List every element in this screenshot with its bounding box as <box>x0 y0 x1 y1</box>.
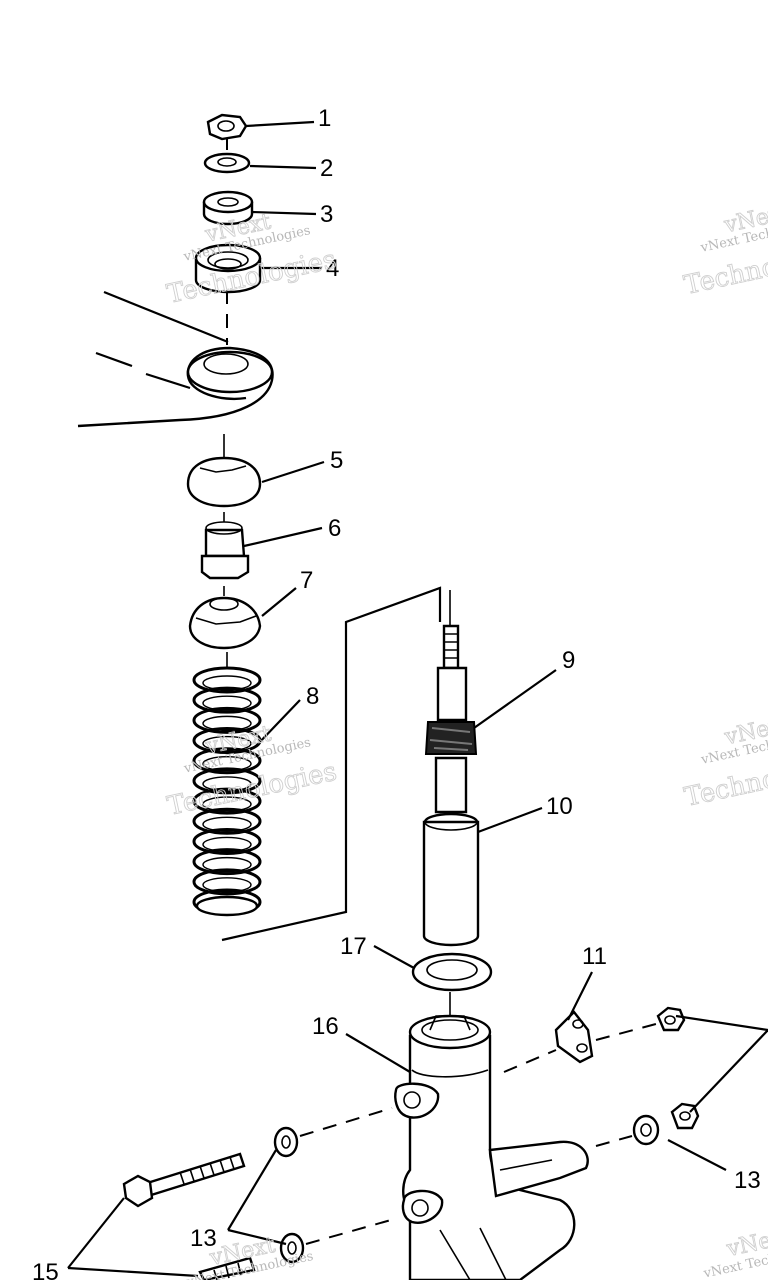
watermark-middle-right: vNext vNext Technologies Technologies <box>681 712 768 814</box>
spring-coil <box>192 666 262 694</box>
callout-5: 5 <box>330 447 343 474</box>
callout-8: 8 <box>306 683 319 710</box>
callout-2: 2 <box>320 155 333 182</box>
part-3-bushing <box>202 190 254 226</box>
part-7-spring-seat <box>188 586 262 650</box>
spring-coil-inner <box>202 695 252 711</box>
part-15-bolt-lower <box>198 1256 256 1280</box>
spring-coil <box>192 747 262 775</box>
part-9-bumper <box>424 721 478 755</box>
spring-coil-inner <box>202 836 252 853</box>
axis-line <box>503 1049 557 1073</box>
spring-coil <box>192 848 262 876</box>
assembly-bracket-line <box>221 586 442 942</box>
part-11-bracket-tab <box>554 1010 594 1064</box>
axis-line <box>299 1107 393 1137</box>
part-13-washer-left-upper <box>273 1126 299 1158</box>
spring-coil <box>192 807 262 835</box>
callout-4: 4 <box>326 255 339 282</box>
callout-6: 6 <box>328 515 341 542</box>
spring-coil-inner <box>202 675 252 691</box>
axis-line <box>305 1217 399 1245</box>
part-10-shock-absorber <box>422 624 480 947</box>
watermark-lower-right: vNext vNext Technologies <box>701 1223 768 1280</box>
part-13-washer-right <box>632 1114 660 1146</box>
callout-16: 16 <box>312 1013 339 1040</box>
part-13-washer-left-lower <box>279 1232 305 1264</box>
callout-13-right: 13 <box>734 1167 761 1194</box>
upper-mount-plate <box>77 290 274 428</box>
spring-coil-inner <box>202 715 252 732</box>
part-17-seal-ring <box>411 952 493 992</box>
callout-3: 3 <box>320 201 333 228</box>
part-4-bearing-cup <box>194 243 262 294</box>
callout-15: 15 <box>32 1259 59 1280</box>
part-8-coil-spring <box>192 652 262 917</box>
spring-coil <box>192 686 262 714</box>
leader-lines <box>67 120 768 1278</box>
axis-line <box>595 1135 633 1147</box>
spring-coil <box>192 787 262 815</box>
spring-coil-inner <box>202 856 252 873</box>
callout-17: 17 <box>340 933 367 960</box>
spring-coil <box>192 868 262 896</box>
spring-coil-inner <box>202 877 252 893</box>
spring-coil <box>192 706 262 734</box>
callout-1: 1 <box>318 105 331 132</box>
callout-7: 7 <box>300 567 313 594</box>
part-2-washer <box>203 152 251 174</box>
part-5-cushion <box>186 456 262 508</box>
spring-coil <box>192 767 262 795</box>
callout-9: 9 <box>562 647 575 674</box>
axis-line <box>595 1023 657 1041</box>
spring-coil-inner <box>202 756 252 772</box>
spring-end-coil <box>195 895 259 917</box>
part-15-bolt <box>122 1152 246 1208</box>
watermark-upper-right: vNext vNext Technologies Technologies <box>681 200 768 302</box>
spring-coil-inner <box>202 735 252 752</box>
part-1-nut <box>206 113 248 141</box>
spring-coil-inner <box>202 796 252 812</box>
watermark-middle-left: vNext vNext Technologies Technologies <box>164 721 339 822</box>
callout-13-left: 13 <box>190 1225 217 1252</box>
part-nut-upper-right <box>656 1006 686 1032</box>
spring-coil-inner <box>202 816 252 832</box>
callout-11: 11 <box>582 943 607 970</box>
spring-coil <box>192 827 262 855</box>
callout-10: 10 <box>546 793 573 820</box>
spring-coil-inner <box>202 776 252 792</box>
part-16-spindle-housing <box>394 1014 589 1280</box>
part-6-sleeve-nut <box>200 512 250 580</box>
